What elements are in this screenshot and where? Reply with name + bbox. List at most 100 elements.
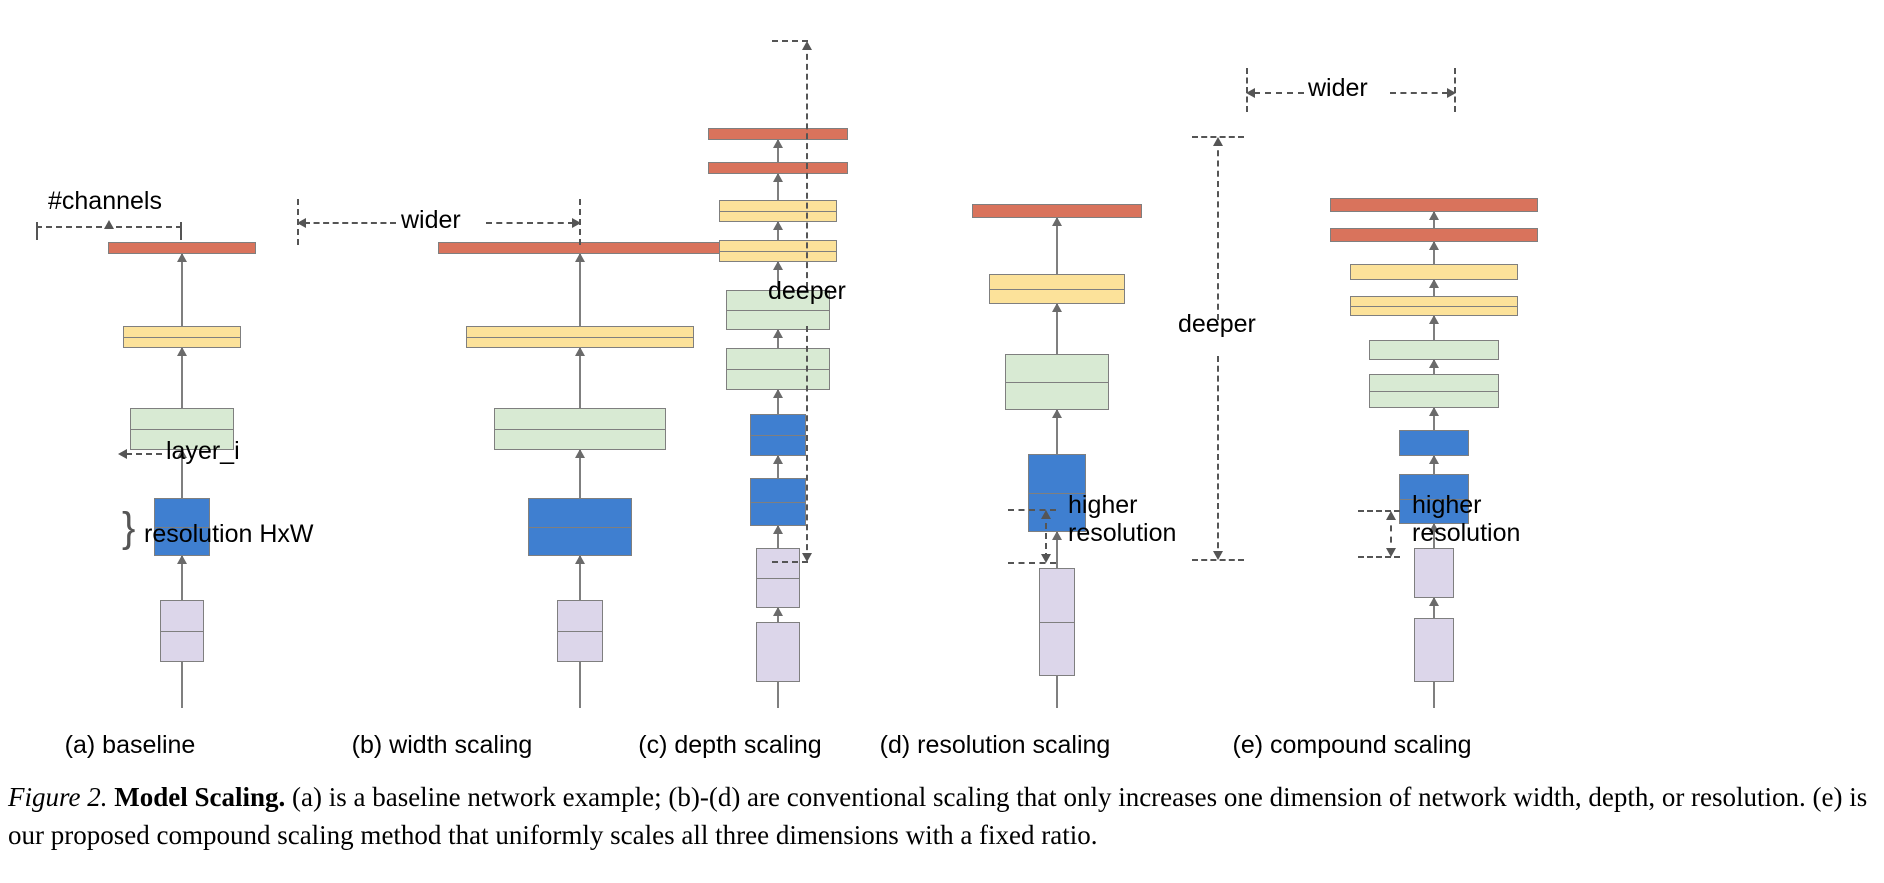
deeper-measure-line-top [1217, 140, 1219, 320]
flow-arrow [1433, 408, 1435, 430]
flow-arrow [1433, 280, 1435, 296]
layer-i-block-2 [1399, 430, 1469, 456]
green-block [494, 408, 666, 450]
input-tail [1433, 682, 1435, 708]
layer-i-label: layer_i [166, 437, 240, 465]
yellow-block-2 [1350, 264, 1518, 280]
flow-arrow [181, 254, 183, 326]
block-stack-resolution-scaling [972, 204, 1142, 708]
flow-arrow [777, 140, 779, 162]
higher-resolution-label: higher resolution [1068, 491, 1238, 547]
higher-resolution-line-1: higher [1068, 491, 1138, 519]
resolution-block-1 [756, 622, 800, 682]
wider-measure-line-left [304, 222, 396, 224]
flow-arrow [181, 450, 183, 498]
yellow-block [466, 326, 694, 348]
flow-arrow [1056, 532, 1058, 568]
input-tail [181, 662, 183, 708]
wider-measure-line-left [1254, 92, 1304, 94]
yellow-block [989, 274, 1125, 304]
flow-arrow [1433, 316, 1435, 340]
green-block [130, 408, 234, 450]
wider-arrowhead-right [1447, 88, 1456, 98]
flow-arrow [777, 526, 779, 548]
deeper-measure-line-top [806, 44, 808, 288]
resolution-block-2 [756, 548, 800, 608]
higher-res-arrowhead-top [1041, 510, 1051, 519]
flow-arrow [777, 174, 779, 200]
higher-resolution-label: higher resolution [1412, 491, 1582, 547]
caption-resolution-scaling: (d) resolution scaling [879, 731, 1111, 759]
input-tail [579, 662, 581, 708]
channels-bracket-arrowhead [104, 220, 114, 229]
input-tail [1056, 676, 1058, 708]
deeper-measure-line-bottom [1217, 356, 1219, 558]
figure-caption: Figure 2. Model Scaling. (a) is a baseli… [8, 778, 1876, 855]
column-compound-scaling: wider deeper higher resolution (e) compo… [1170, 10, 1884, 770]
flow-arrow [777, 262, 779, 290]
flow-arrow [777, 456, 779, 478]
yellow-block [123, 326, 241, 348]
higher-resolution-line-1: higher [1412, 491, 1482, 519]
channels-block-1 [708, 162, 848, 174]
higher-res-arrowhead-bottom [1041, 554, 1051, 563]
flow-arrow [777, 330, 779, 348]
higher-res-arrowhead-top [1386, 511, 1396, 520]
flow-arrow [1433, 524, 1435, 548]
higher-res-bottom-guide [1008, 562, 1056, 564]
green-block-1 [1369, 374, 1499, 408]
figure-number: Figure 2. [8, 782, 108, 812]
layer-i-block [1028, 454, 1086, 532]
deeper-label: deeper [768, 277, 846, 305]
block-stack-baseline [108, 242, 256, 708]
input-tail [777, 682, 779, 708]
caption-baseline: (a) baseline [64, 731, 196, 759]
deeper-arrowhead-top [802, 41, 812, 50]
flow-arrow [579, 254, 581, 326]
channels-bracket-right-tick [180, 222, 182, 240]
flow-arrow [1056, 410, 1058, 454]
column-width-scaling: wider (b) width scaling [296, 10, 722, 770]
deeper-top-guide [772, 40, 808, 42]
flow-arrow [1433, 598, 1435, 618]
resolution-block [1039, 568, 1075, 676]
channels-bracket-left-tick [36, 222, 38, 240]
flow-arrow [777, 390, 779, 414]
flow-arrow [777, 608, 779, 622]
figure-caption-body: (a) is a baseline network example; (b)-(… [8, 782, 1868, 851]
caption-width-scaling: (b) width scaling [351, 731, 533, 759]
deeper-arrowhead-bottom [1213, 551, 1223, 560]
flow-arrow [579, 556, 581, 600]
flow-arrow [1433, 360, 1435, 374]
block-stack-width-scaling [438, 242, 722, 708]
wider-arrowhead-left [297, 218, 306, 228]
deeper-bottom-guide [1192, 559, 1244, 561]
channels-label: #channels [48, 187, 162, 215]
higher-res-arrowhead-bottom [1386, 548, 1396, 557]
layer-i-callout-line [126, 453, 162, 455]
higher-res-measure-line [1390, 514, 1392, 554]
caption-depth-scaling: (c) depth scaling [638, 731, 822, 759]
higher-res-bottom-guide [1358, 556, 1400, 558]
green-block-1 [726, 348, 830, 390]
wider-measure-line-right [486, 222, 574, 224]
flow-arrow [1056, 304, 1058, 354]
wider-label: wider [401, 206, 461, 234]
resolution-hxw-label: resolution HxW [144, 520, 314, 548]
yellow-block-2 [719, 200, 837, 222]
flow-arrow [1433, 212, 1435, 228]
flow-arrow [1433, 242, 1435, 264]
wider-measure-line-right [1390, 92, 1448, 94]
layer-i-block-2 [750, 414, 806, 456]
flow-arrow [579, 450, 581, 498]
higher-res-top-guide [1358, 510, 1400, 512]
resolution-block-1 [1414, 618, 1454, 682]
yellow-block-1 [719, 240, 837, 262]
higher-resolution-line-2: resolution [1068, 519, 1177, 547]
flow-arrow [1433, 456, 1435, 474]
green-block [1005, 354, 1109, 410]
channels-block [972, 204, 1142, 218]
yellow-block-1 [1350, 296, 1518, 316]
wider-arrowhead-left [1246, 88, 1255, 98]
deeper-arrowhead-bottom [802, 553, 812, 562]
